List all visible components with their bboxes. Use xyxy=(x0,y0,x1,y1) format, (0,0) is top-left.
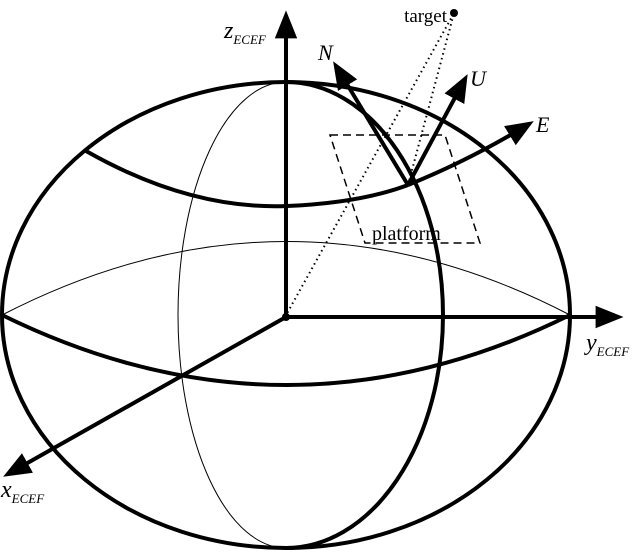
platform-to-target-line xyxy=(407,12,455,186)
y-axis-label: yECEF xyxy=(584,330,630,359)
z-axis-label: zECEF xyxy=(223,18,267,47)
equator-front xyxy=(1,313,571,387)
x-axis xyxy=(3,315,287,477)
y-axis-symbol: y xyxy=(584,330,597,356)
z-axis-symbol: z xyxy=(223,18,234,44)
target-point xyxy=(450,9,458,17)
target-label: target xyxy=(404,6,448,27)
x-axis-subscript: ECEF xyxy=(11,491,46,506)
y-axis-subscript: ECEF xyxy=(596,344,631,359)
east-arrow xyxy=(407,121,534,187)
origin-to-target-line xyxy=(284,12,455,318)
x-axis-symbol: x xyxy=(0,477,12,503)
up-arrow xyxy=(406,74,468,186)
latitude-circle xyxy=(85,149,409,209)
platform-label: platform xyxy=(372,223,441,245)
meridian-thin xyxy=(177,81,287,549)
x-axis-label: xECEF xyxy=(0,477,45,506)
north-label: N xyxy=(317,40,334,65)
z-axis-subscript: ECEF xyxy=(232,32,267,47)
east-label: E xyxy=(535,112,550,137)
platform-plane xyxy=(328,134,482,244)
origin-point xyxy=(282,313,290,321)
up-label: U xyxy=(470,66,488,91)
north-arrow xyxy=(333,61,410,187)
